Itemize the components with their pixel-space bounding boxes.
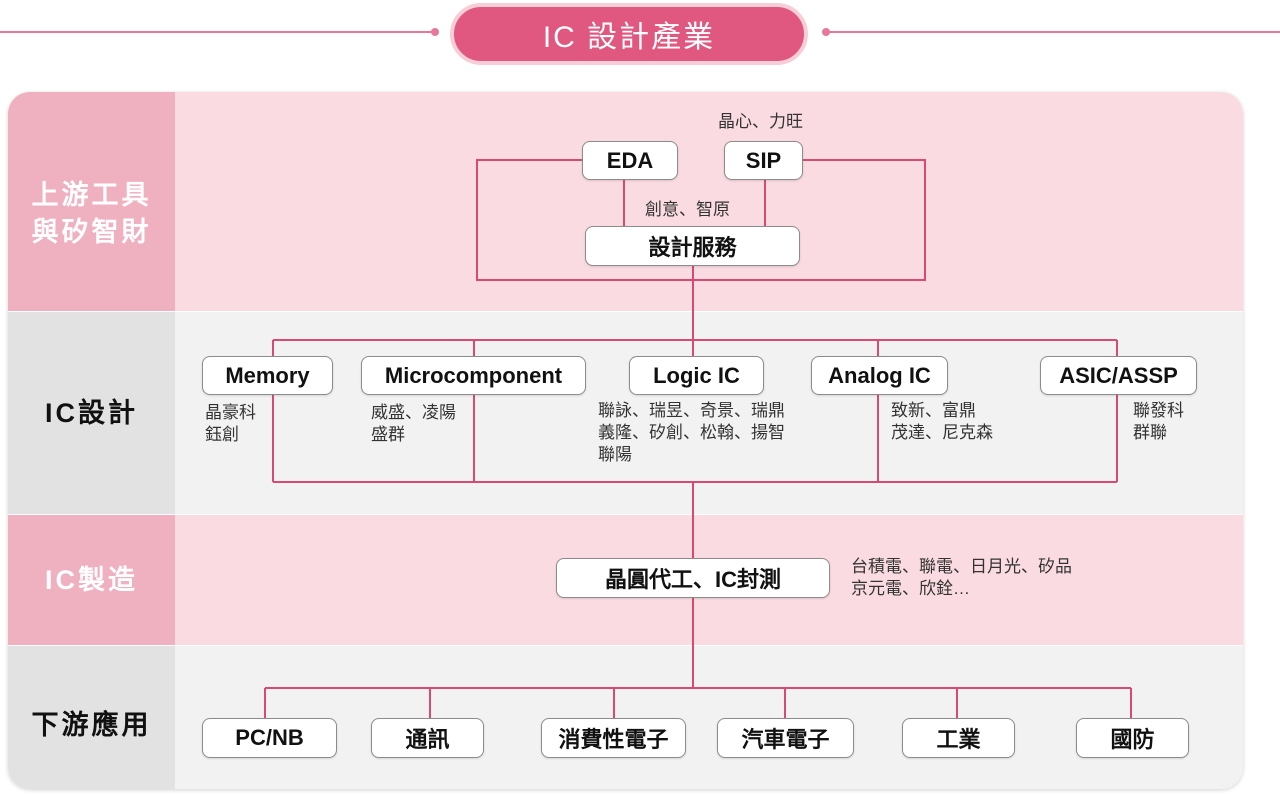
foundry-packaging-box: 晶圓代工、IC封測: [556, 558, 830, 598]
category-microcomponent: Microcomponent: [361, 356, 586, 395]
application-pc-nb: PC/NB: [202, 718, 337, 758]
section-label-manufacturing: IC製造: [8, 515, 175, 646]
application-automotive-electronics: 汽車電子: [717, 718, 854, 758]
band-downstream: 下游應用: [8, 645, 1243, 789]
section-label-manufacturing-text: IC製造: [45, 565, 138, 595]
eda-box: EDA: [582, 141, 678, 180]
section-label-upstream-line1: 上游工具: [31, 179, 152, 210]
section-label-downstream: 下游應用: [8, 646, 175, 789]
analog-ic-companies: 致新、富鼎 茂達、尼克森: [891, 401, 993, 442]
asic-assp-companies: 聯發科 群聯: [1133, 401, 1184, 442]
application-communication: 通訊: [371, 718, 484, 758]
design-service-box: 設計服務: [585, 226, 800, 266]
section-label-design: IC設計: [8, 312, 175, 515]
section-label-design-text: IC設計: [45, 398, 138, 428]
title-rule-left: [0, 31, 432, 33]
title-rule-right: [829, 31, 1280, 33]
design-service-companies: 創意、智原: [645, 200, 730, 219]
title-rule-left-dot: [431, 28, 439, 36]
band-downstream-body: [175, 646, 1243, 789]
category-asic-assp: ASIC/ASSP: [1040, 356, 1197, 395]
sip-box: SIP: [724, 141, 803, 180]
microcomponent-companies: 威盛、凌陽 盛群: [371, 403, 456, 444]
memory-companies: 晶豪科 鈺創: [205, 403, 256, 444]
category-analog-ic: Analog IC: [811, 356, 948, 395]
manufacturing-companies: 台積電、聯電、日月光、矽品 京元電、欣銓…: [851, 557, 1072, 598]
section-label-upstream-line2: 與矽智財: [31, 216, 152, 247]
logic-ic-companies: 聯詠、瑞昱、奇景、瑞鼎 義隆、矽創、松翰、揚智 聯陽: [598, 401, 785, 464]
category-logic-ic: Logic IC: [629, 356, 764, 395]
section-label-upstream: 上游工具 與矽智財: [8, 92, 175, 311]
band-upstream-body: [175, 92, 1243, 311]
application-industrial: 工業: [902, 718, 1015, 758]
sip-companies: 晶心、力旺: [718, 112, 803, 131]
application-defense: 國防: [1076, 718, 1189, 758]
upstream-loop-connector: [476, 159, 926, 281]
page-title: IC 設計產業: [450, 3, 808, 65]
section-label-downstream-text: 下游應用: [31, 709, 152, 740]
application-consumer-electronics: 消費性電子: [541, 718, 686, 758]
category-memory: Memory: [202, 356, 333, 395]
title-rule-right-dot: [822, 28, 830, 36]
band-upstream: 上游工具 與矽智財: [8, 92, 1243, 311]
